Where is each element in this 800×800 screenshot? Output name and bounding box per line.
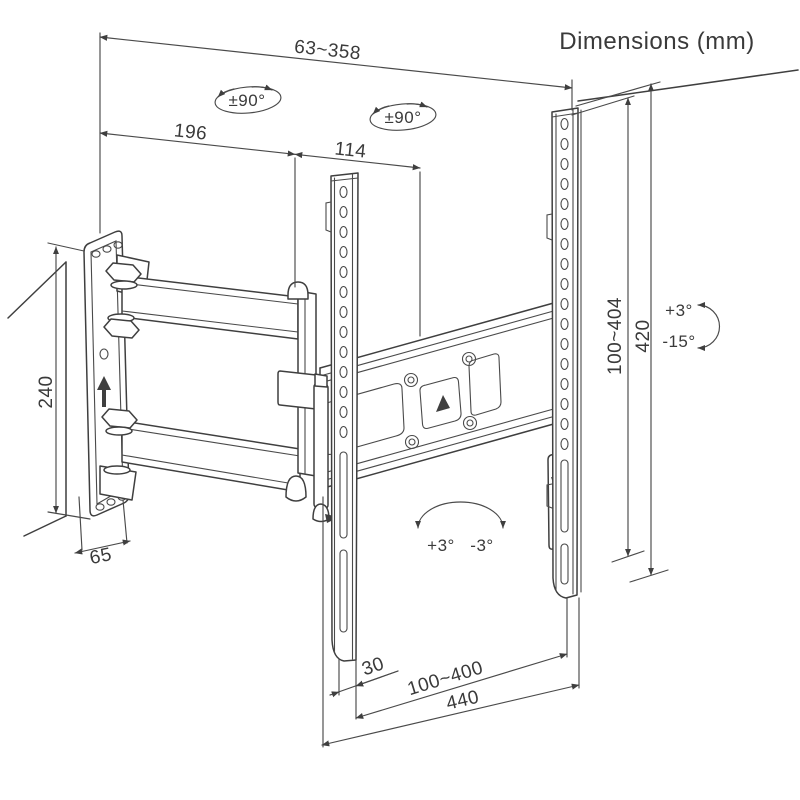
dim-line-extension-depth xyxy=(99,34,573,91)
diagram-title: Dimensions (mm) xyxy=(559,28,755,55)
tilt-arc xyxy=(697,301,721,352)
dim-extension-depth-label: 63~358 xyxy=(293,37,362,65)
rail-hook xyxy=(546,483,553,509)
elbow-bottom-bolt xyxy=(285,475,307,502)
right-rail-holes xyxy=(560,117,569,585)
swivel-arm-label: ±90° xyxy=(228,91,265,110)
dim-crossbar-length-label: 440 xyxy=(444,687,481,715)
up-triangle-icon xyxy=(436,395,450,412)
dim-line-crossbar-length xyxy=(321,683,580,747)
upper-arm xyxy=(121,275,299,340)
dim-line-arm-length xyxy=(99,130,296,157)
dimension-annotations: Dimensions (mm) 63~358 ±90° ±90° 196 114… xyxy=(36,28,755,748)
level-adjust-arc xyxy=(414,501,507,529)
dim-vesa-height-range-label: 100~404 xyxy=(605,297,626,375)
left-rail-holes xyxy=(339,185,348,633)
rail-hook xyxy=(325,201,332,233)
tilt-down-label: -15° xyxy=(662,332,695,351)
rail-hook xyxy=(546,213,553,241)
bottom-hinge-joint xyxy=(101,408,138,475)
dim-bracket-height-label: 420 xyxy=(633,319,654,352)
top-hinge-joint xyxy=(103,262,142,339)
left-tv-rail xyxy=(325,172,359,662)
vesa-screws xyxy=(403,351,478,450)
dim-wall-plate-height-label: 240 xyxy=(36,375,57,408)
right-tv-rail xyxy=(546,107,582,599)
dim-arm-length-label: 196 xyxy=(173,120,208,144)
swivel-arm-symbol xyxy=(214,84,282,114)
swivel-plate-label: ±90° xyxy=(384,108,421,127)
elbow-top-bolt xyxy=(287,281,309,300)
lower-arm xyxy=(121,420,301,493)
level-adjust-left-label: +3° xyxy=(427,536,455,555)
swivel-plate-symbol xyxy=(369,101,437,131)
tv-edge-line xyxy=(577,69,799,102)
tilt-up-label: +3° xyxy=(665,301,693,320)
elbow-bracket xyxy=(277,370,317,410)
dim-line-plate-offset xyxy=(294,152,421,171)
level-adjust-right-label: -3° xyxy=(470,536,493,555)
vesa-slot-right xyxy=(468,353,502,416)
vesa-window-center xyxy=(419,376,462,430)
up-arrow-icon xyxy=(97,376,111,407)
dim-wall-plate-width-label: 65 xyxy=(88,544,114,569)
link-bar xyxy=(312,373,339,523)
dim-line-wall-plate-width xyxy=(74,539,131,555)
dim-plate-offset-label: 114 xyxy=(334,138,368,162)
